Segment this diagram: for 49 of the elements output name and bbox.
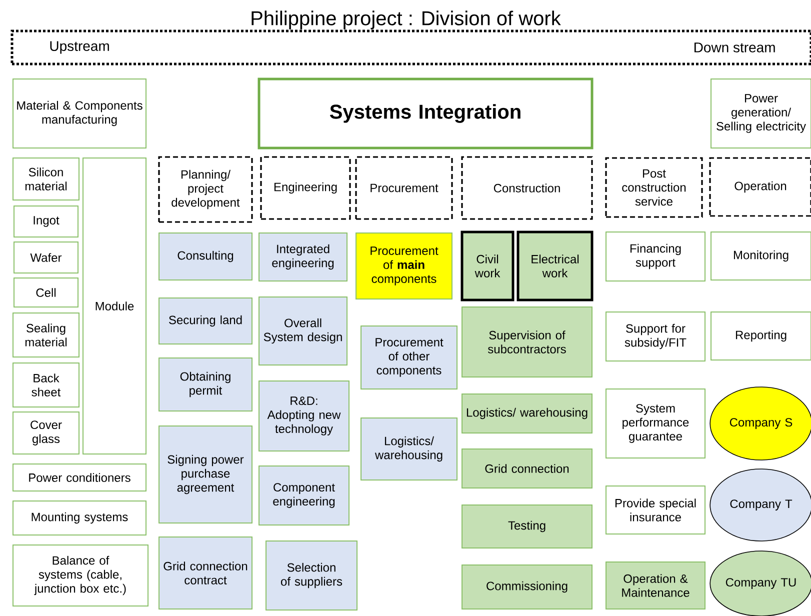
stage-header-box: Engineering	[260, 156, 351, 220]
task-box: Securing land	[158, 298, 252, 344]
task-box: Power conditioners	[12, 464, 146, 492]
task-box: Obtaining permit	[158, 358, 252, 412]
task-box: Support for subsidy/FIT	[606, 312, 706, 362]
task-box: Provide special insurance	[606, 486, 706, 534]
stream-band: Upstream Down stream	[10, 30, 811, 66]
task-box: System performance guarantee	[606, 388, 706, 458]
task-box: Commissioning	[462, 564, 592, 610]
task-box: Consulting	[158, 232, 252, 280]
task-box: Testing	[462, 504, 592, 548]
task-box: Silicon material	[12, 158, 80, 200]
task-box: Logistics/ warehousing	[462, 394, 592, 434]
task-box: Material & Components manufacturing	[12, 78, 146, 148]
task-box: Sealing material	[12, 312, 80, 358]
stage-header-box: Planning/ project development	[158, 156, 253, 223]
task-box: Power generation/ Selling electricity	[710, 78, 811, 148]
task-box: Supervision of subcontractors	[462, 306, 592, 378]
task-box: Module	[82, 158, 146, 454]
task-box: Operation & Maintenance	[606, 562, 706, 610]
task-box: Balance of systems (cable, junction box etc.)	[12, 544, 148, 606]
title-box: Systems Integration	[258, 78, 594, 150]
task-box: Ingot	[14, 206, 78, 238]
task-box: Logistics/ warehousing	[360, 418, 458, 480]
task-box: Signing power purchase agreement	[158, 426, 252, 524]
task-box: Grid connection contract	[158, 536, 252, 610]
task-box: Monitoring	[710, 232, 811, 280]
stage-header-box: Procurement	[355, 156, 453, 220]
task-box: Cover glass	[12, 412, 80, 454]
stage-header-box: Post construction service	[605, 157, 703, 218]
task-box: Financing support	[606, 232, 706, 282]
task-box: Procurement of main components	[356, 232, 452, 300]
task-box: Grid connection	[462, 448, 592, 488]
task-box: Civil work	[460, 230, 514, 302]
task-box: Overall System design	[258, 296, 348, 366]
task-box: Wafer	[14, 242, 78, 274]
task-box: Component engineering	[258, 466, 350, 526]
task-box: Cell	[14, 278, 78, 308]
task-box: Mounting systems	[12, 500, 146, 536]
task-box: Reporting	[710, 312, 811, 360]
task-box: Procurement of other components	[360, 326, 458, 390]
title: Philippine project : Division of work	[252, 10, 561, 30]
task-box: Selection of suppliers	[266, 540, 358, 610]
task-box: Electrical work	[516, 230, 594, 302]
stage-header-box: Construction	[461, 156, 593, 220]
task-box: Back sheet	[12, 362, 80, 408]
task-box: R&D: Adopting new technology	[258, 380, 350, 452]
task-box: Integrated engineering	[258, 232, 348, 282]
stage-header-box: Operation	[709, 157, 811, 217]
